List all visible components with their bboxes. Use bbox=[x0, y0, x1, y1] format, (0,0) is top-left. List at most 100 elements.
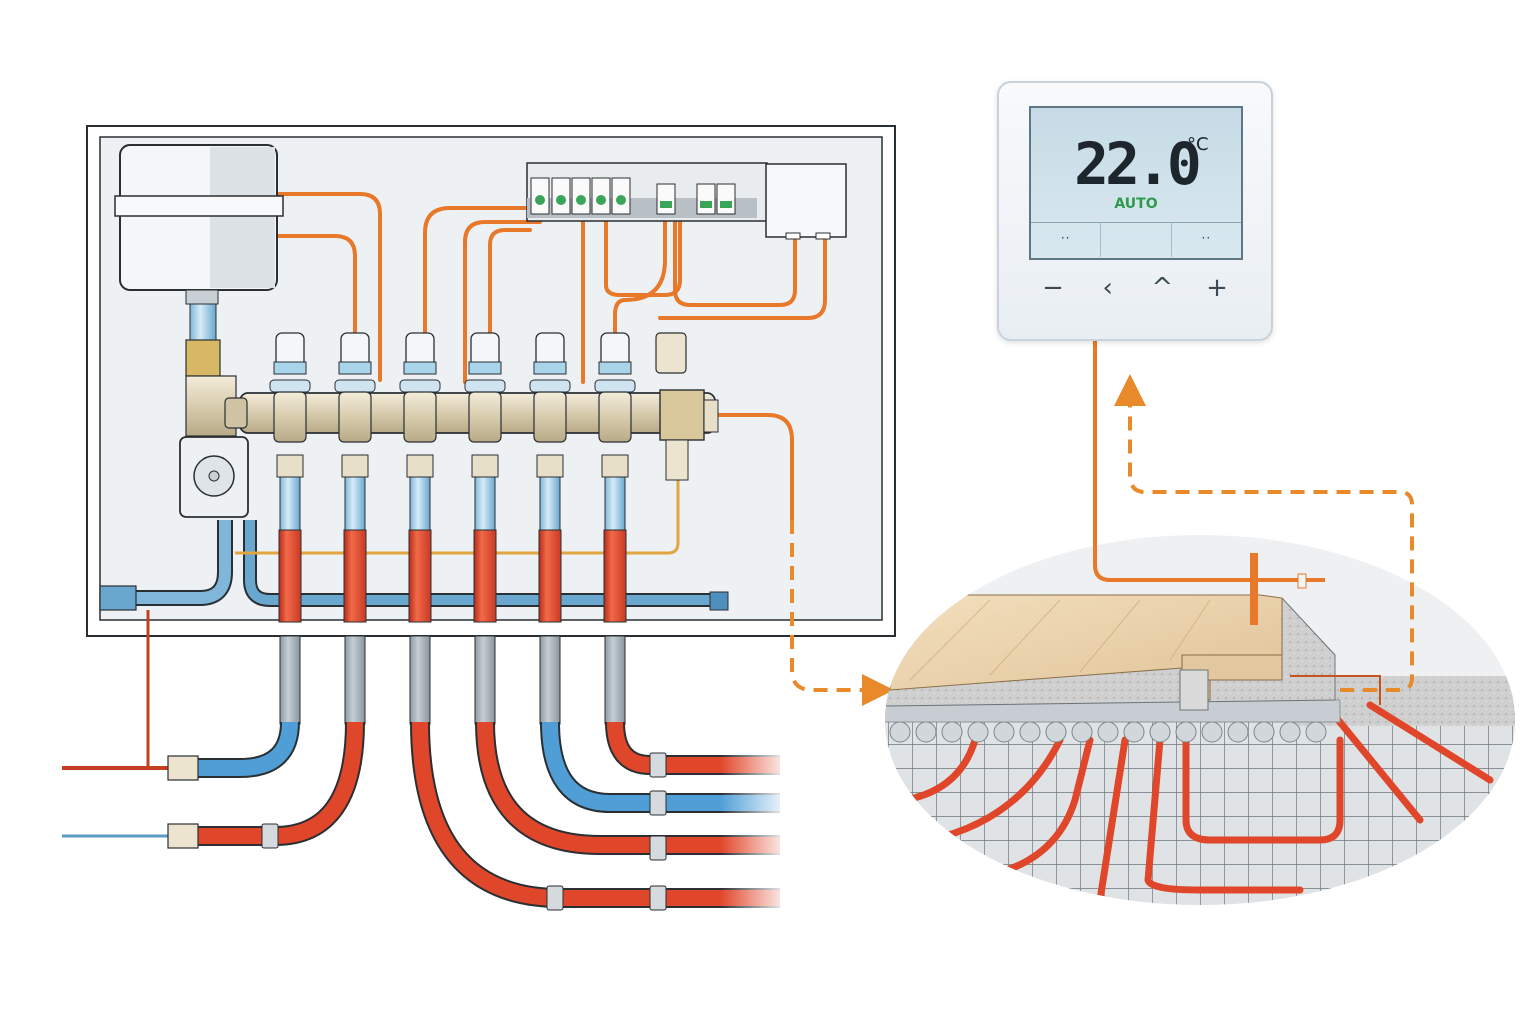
pipe-clamp bbox=[649, 885, 667, 911]
insulation-roller bbox=[1149, 721, 1171, 743]
valve-body bbox=[533, 391, 567, 443]
insulation-roller bbox=[1279, 721, 1301, 743]
bypass-line bbox=[235, 480, 680, 555]
softkey-row: ·· ·· bbox=[1031, 222, 1241, 257]
junction-box bbox=[765, 163, 847, 238]
hot-pipe bbox=[412, 721, 780, 906]
circulation-pump bbox=[179, 375, 249, 518]
pipe-clamp bbox=[261, 823, 279, 849]
terminal-led bbox=[535, 195, 545, 205]
relay-module bbox=[716, 183, 736, 215]
softkey-right[interactable]: ·· bbox=[1201, 231, 1212, 245]
actuator-collar bbox=[468, 361, 502, 375]
softkey-left[interactable]: ·· bbox=[1031, 223, 1102, 257]
relay-indicator bbox=[660, 201, 672, 208]
relay-module bbox=[656, 183, 676, 215]
outgoing-pipe bbox=[539, 635, 780, 813]
up-button[interactable]: ^ bbox=[1144, 273, 1180, 303]
plus-button[interactable]: + bbox=[1199, 273, 1235, 303]
loop-pipe-inside bbox=[603, 529, 627, 623]
insulation-roller bbox=[889, 721, 911, 743]
return-pipe bbox=[99, 520, 729, 611]
softkey-middle[interactable] bbox=[1101, 223, 1172, 257]
insulation-roller bbox=[1175, 721, 1197, 743]
pipe-fitting bbox=[406, 454, 434, 478]
pipe-clamp bbox=[649, 790, 667, 816]
manifold-loop bbox=[269, 332, 311, 623]
valve-body bbox=[273, 391, 307, 443]
insulation-roller bbox=[1097, 721, 1119, 743]
hot-pipe bbox=[477, 721, 780, 853]
temperature-readout: 22.0 bbox=[1074, 130, 1202, 198]
insulation-roller bbox=[941, 721, 963, 743]
outgoing-pipe bbox=[195, 635, 366, 846]
insulation-roller bbox=[1045, 721, 1067, 743]
valve-body bbox=[598, 391, 632, 443]
expansion-vessel bbox=[114, 144, 284, 377]
thermostat: 22.0 °C AUTO ·· ·· − ‹ ^ + bbox=[997, 81, 1273, 341]
actuator-collar bbox=[598, 361, 632, 375]
floor-heating-pipe bbox=[1096, 736, 1129, 904]
floor-heating-pipe bbox=[1182, 736, 1344, 844]
insulation-roller bbox=[1201, 721, 1223, 743]
insulation-roller bbox=[1123, 721, 1145, 743]
relay-indicator bbox=[720, 201, 732, 208]
control-wiring bbox=[276, 192, 827, 522]
wiring-centre bbox=[526, 162, 847, 240]
outgoing-pipe bbox=[195, 635, 301, 778]
manifold-loop bbox=[464, 332, 506, 623]
actuator-collar bbox=[533, 361, 567, 375]
hot-pipe bbox=[195, 721, 363, 844]
thermostat-buttons: − ‹ ^ + bbox=[1035, 273, 1235, 303]
terminal-led bbox=[596, 195, 606, 205]
cold-pipe bbox=[195, 721, 298, 776]
insulation-roller bbox=[1019, 721, 1041, 743]
outgoing-pipe bbox=[409, 635, 780, 908]
signal-line-to-thermostat bbox=[1114, 374, 1414, 692]
signal-line-to-floor bbox=[790, 520, 894, 706]
back-button[interactable]: ‹ bbox=[1090, 273, 1126, 303]
floor-heating-pipe bbox=[901, 736, 979, 804]
pipe-insulation bbox=[344, 635, 366, 725]
actuator-collar bbox=[338, 361, 372, 375]
terminal-led bbox=[556, 195, 566, 205]
terminal-led bbox=[616, 195, 626, 205]
floor-sensor bbox=[1093, 340, 1381, 705]
manifold-loop bbox=[399, 332, 441, 623]
insulation-roller bbox=[1071, 721, 1093, 743]
pipe-insulation bbox=[409, 635, 431, 725]
terminal-led bbox=[576, 195, 586, 205]
insulation-roller bbox=[1227, 721, 1249, 743]
pipe-insulation bbox=[474, 635, 496, 725]
relay-module bbox=[696, 183, 716, 215]
pipe-clamp bbox=[546, 885, 564, 911]
loop-pipe-inside bbox=[278, 529, 302, 623]
floor-cross-section bbox=[885, 535, 1515, 905]
insulation-roller bbox=[993, 721, 1015, 743]
loop-pipe-inside bbox=[343, 529, 367, 623]
loop-pipe-inside bbox=[538, 529, 562, 623]
actuator-collar bbox=[403, 361, 437, 375]
valve-body bbox=[403, 391, 437, 443]
floor-heating-pipe bbox=[1144, 736, 1304, 894]
manifold-loop bbox=[334, 332, 376, 623]
pipe-fitting bbox=[276, 454, 304, 478]
cold-pipe bbox=[542, 721, 780, 811]
temperature-unit: °C bbox=[1187, 134, 1209, 155]
mode-indicator: AUTO bbox=[1114, 196, 1158, 212]
valve-body bbox=[338, 391, 372, 443]
pipe-clamp bbox=[649, 835, 667, 861]
manifold-loop bbox=[594, 332, 636, 623]
floor-heating-pipe bbox=[1366, 701, 1494, 784]
pipe-fitting bbox=[536, 454, 564, 478]
outgoing-pipe bbox=[474, 635, 780, 855]
pipe-insulation bbox=[279, 635, 301, 725]
pipe-fitting bbox=[341, 454, 369, 478]
pipe-fitting bbox=[471, 454, 499, 478]
minus-button[interactable]: − bbox=[1035, 273, 1071, 303]
manifold-loop bbox=[529, 332, 571, 623]
manifold-loops bbox=[269, 332, 636, 623]
insulation-roller bbox=[915, 721, 937, 743]
loop-pipe-inside bbox=[473, 529, 497, 623]
